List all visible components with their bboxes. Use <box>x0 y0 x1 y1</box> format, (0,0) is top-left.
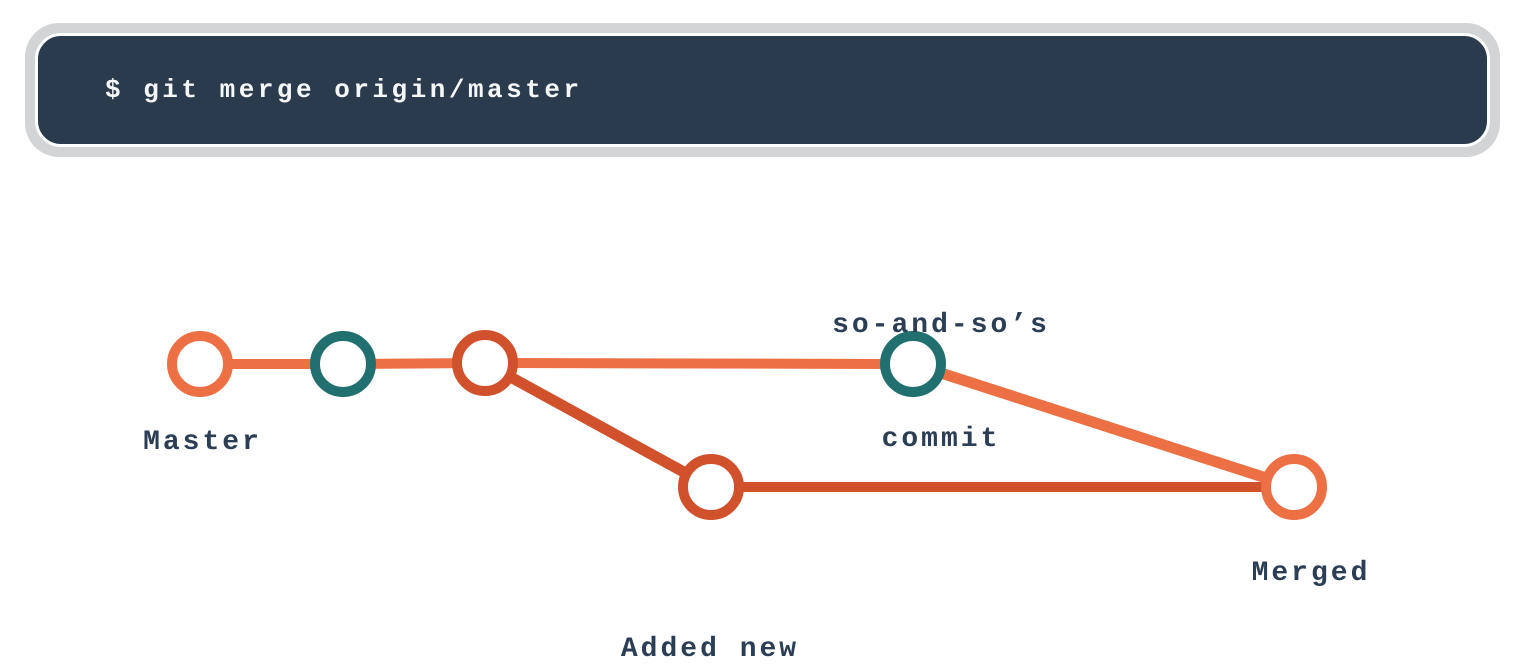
label-so-and-so-line1: so-and-so’s <box>832 310 1050 341</box>
label-feature-line1: Added new <box>620 634 800 665</box>
commit-node-merged <box>1261 454 1327 520</box>
commit-node-branch-point <box>452 330 518 396</box>
label-master: Master <box>143 427 262 458</box>
terminal-screen: $ git merge origin/master <box>35 33 1490 147</box>
edge-master-to-merge <box>907 358 1300 493</box>
edge-branch-to-feature <box>479 357 717 493</box>
commit-node-master-2 <box>310 331 376 397</box>
terminal-window: $ git merge origin/master <box>25 23 1500 157</box>
commit-node-so-and-so <box>880 331 946 397</box>
label-so-and-so-line2: commit <box>881 424 1001 455</box>
commit-node-feature <box>678 454 744 520</box>
label-added-new-feature: Added new feature <box>555 555 865 666</box>
edge-master-3 <box>480 358 918 369</box>
commit-node-master-1 <box>167 331 233 397</box>
label-so-and-so-commit: so-and-so’s commit <box>786 231 1096 535</box>
label-merged: Merged <box>1251 558 1371 589</box>
terminal-command-text: $ git merge origin/master <box>105 75 583 105</box>
